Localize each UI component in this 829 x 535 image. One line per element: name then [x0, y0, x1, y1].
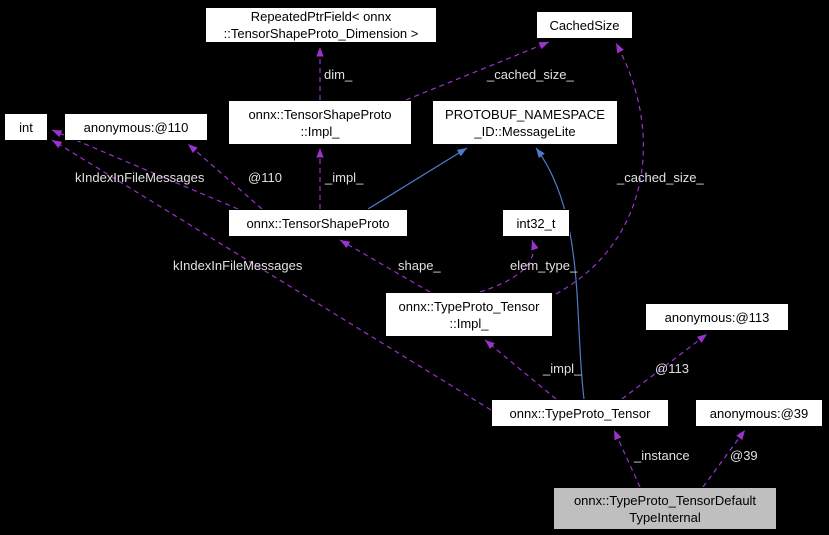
node-anonymous-113[interactable]: anonymous:@113	[645, 303, 789, 331]
node-typeprototensor-default-type-internal: onnx::TypeProto_TensorDefault TypeIntern…	[553, 487, 777, 530]
node-int: int	[4, 113, 48, 141]
edge-cached-size-right	[555, 42, 644, 295]
edge-label-dim: dim_	[324, 67, 353, 82]
edge-label-shape: shape_	[398, 258, 441, 273]
edge-label-at39: @39	[730, 448, 758, 463]
node-messagelite[interactable]: PROTOBUF_NAMESPACE _ID::MessageLite	[432, 100, 618, 145]
edge-label-instance: _instance	[634, 448, 690, 463]
edge-impl-typeprototensor	[484, 339, 557, 400]
edge-cached-size-top	[405, 41, 550, 101]
edge-kindex-tensorshapeproto	[51, 129, 239, 210]
edge-instance	[613, 429, 641, 488]
node-anonymous-39[interactable]: anonymous:@39	[695, 399, 823, 427]
edge-label-at113: @113	[655, 361, 689, 376]
edge-inherit-typeprototensor-messagelite	[535, 147, 585, 400]
edge-inherit-tensorshapeproto-messagelite	[367, 147, 468, 210]
node-typeprototensor-impl[interactable]: onnx::TypeProto_Tensor ::Impl_	[385, 292, 553, 337]
node-cachedsize[interactable]: CachedSize	[536, 11, 633, 39]
edge-at110	[187, 143, 263, 210]
edge-label-at110: @110	[248, 170, 282, 185]
node-anonymous-110[interactable]: anonymous:@110	[64, 113, 208, 141]
node-tensorshapeproto-impl[interactable]: onnx::TensorShapeProto ::Impl_	[228, 100, 412, 145]
edge-label-cached-size-top: _cached_size_	[487, 67, 574, 82]
edge-label-impl-typeprototensor: _impl_	[543, 361, 582, 376]
node-tensorshapeproto[interactable]: onnx::TensorShapeProto	[228, 209, 408, 237]
edge-label-cached-size-right: _cached_size_	[617, 170, 704, 185]
edge-label-elem-type: elem_type_	[510, 258, 578, 273]
edge-label-impl-tensorshapeproto: _impl_	[325, 170, 364, 185]
node-repeatedptrfield[interactable]: RepeatedPtrField< onnx ::TensorShapeProt…	[205, 7, 437, 43]
edge-kindex-typeprototensor	[51, 139, 492, 411]
node-int32-t: int32_t	[502, 209, 570, 237]
edge-label-kindex-tensorshapeproto: kIndexInFileMessages	[75, 170, 205, 185]
edge-at39	[702, 429, 746, 488]
node-typeprototensor[interactable]: onnx::TypeProto_Tensor	[491, 399, 669, 427]
edge-label-kindex-typeprototensor: kIndexInFileMessages	[173, 258, 303, 273]
edge-elem-type	[479, 239, 539, 293]
